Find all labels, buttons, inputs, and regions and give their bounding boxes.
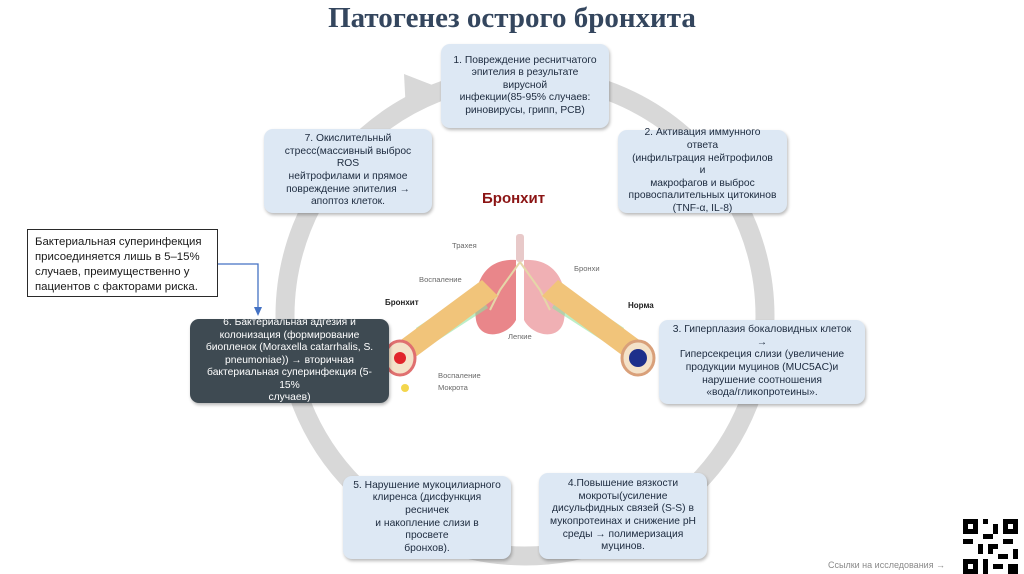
- step-box-3: 3. Гиперплазия бокаловидных клеток → Гип…: [659, 320, 865, 404]
- step-box-2: 2. Активация иммунного ответа (инфильтра…: [618, 127, 787, 214]
- step-box-5: 5. Нарушение мукоцилиарного клиренса (ди…: [343, 476, 511, 559]
- superinfection-callout: Бактериальная суперинфекция присоединяет…: [27, 229, 218, 297]
- label-inflammation-top: Воспаление: [419, 275, 462, 284]
- label-bronchi: Бронхи: [574, 264, 600, 273]
- label-bronchitis: Бронхит: [385, 298, 419, 307]
- label-normal: Норма: [628, 301, 654, 310]
- lungs-image: [383, 234, 656, 392]
- research-links[interactable]: Ссылки на исследования →: [828, 560, 946, 570]
- step-box-1: 1. Повреждение реснитчатого эпителия в р…: [441, 44, 609, 128]
- label-inflammation-bottom: Воспаление: [438, 371, 481, 380]
- label-sputum: Мокрота: [438, 383, 468, 392]
- step-box-6: 6. Бактериальная адгезия и колонизация (…: [190, 317, 389, 403]
- step-box-4: 4.Повышение вязкости мокроты(усиление ди…: [539, 473, 707, 559]
- page-title: Патогенез острого бронхита: [328, 2, 696, 34]
- qr-code: [963, 519, 1018, 574]
- label-trachea: Трахея: [452, 241, 477, 250]
- step-box-7: 7. Окислительный стресс(массивный выброс…: [264, 129, 432, 213]
- illustration-title: Бронхит: [482, 190, 546, 207]
- label-lungs: Легкие: [508, 332, 532, 341]
